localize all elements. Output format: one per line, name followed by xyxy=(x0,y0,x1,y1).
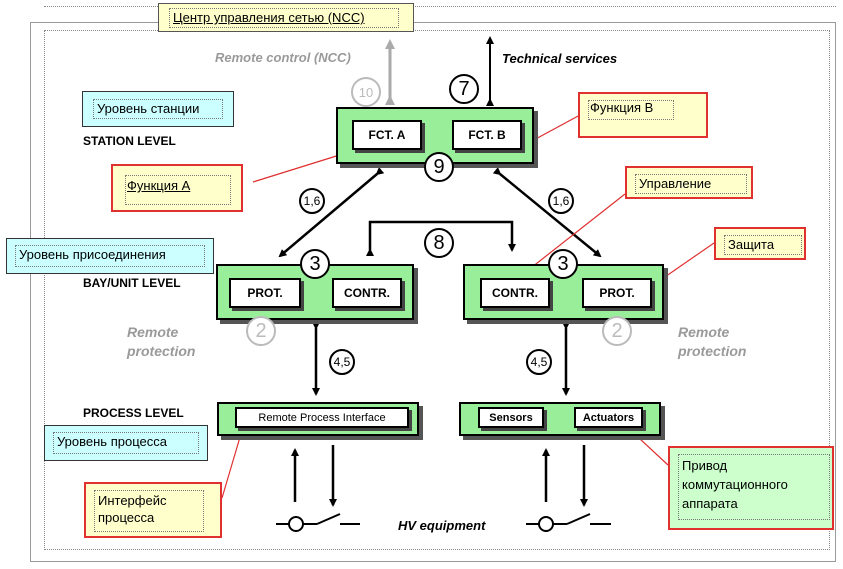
station-bay-right-arrow xyxy=(492,167,602,258)
diagram-frame xyxy=(30,22,836,562)
station-bay-left-arrow xyxy=(278,167,385,258)
process-interface-note: Интерфейс процесса xyxy=(84,482,222,538)
station-level-note: Уровень станции xyxy=(82,91,234,127)
remote-control-label: Remote control (NCC) xyxy=(215,50,351,65)
protection-note: Защита xyxy=(714,227,806,260)
bay-level-note: Уровень присоединения xyxy=(6,238,214,274)
process-level-label: PROCESS LEVEL xyxy=(83,406,184,420)
ncc-center-note: Центр управления сетью (NCC) xyxy=(158,3,414,32)
control-note: Управление xyxy=(625,166,753,199)
number-2-right-circle: 2 xyxy=(602,316,632,346)
station-level-label: STATION LEVEL xyxy=(83,134,176,148)
top-dotted-border xyxy=(44,6,836,7)
technical-services-label: Technical services xyxy=(502,51,618,66)
number-7-circle: 7 xyxy=(449,74,479,104)
number-10-circle: 10 xyxy=(351,77,381,107)
switch-drive-note: Привод коммутационного аппарата xyxy=(668,446,834,530)
number-2-left-circle: 2 xyxy=(246,316,276,346)
pointer-interface xyxy=(221,426,244,499)
switch-right-symbol xyxy=(526,513,611,532)
number-8-circle: 8 xyxy=(424,228,454,258)
bay-level-label: BAY/UNIT LEVEL xyxy=(83,276,181,290)
switch-left-symbol xyxy=(276,513,360,532)
contr-left-box: CONTR. xyxy=(332,278,402,308)
remote-protection-left-label-2: protection xyxy=(127,343,196,359)
number-1-6-right-circle: 1,6 xyxy=(548,188,574,214)
prot-right-box: PROT. xyxy=(582,278,652,308)
function-a-note: Функция А xyxy=(111,164,243,212)
number-4-5-right-circle: 4,5 xyxy=(526,349,552,375)
bay-bay-link xyxy=(366,220,516,256)
process-level-note: Уровень процесса xyxy=(44,425,208,461)
fct-a-box: FCT. A xyxy=(352,120,422,150)
sensors-box: Sensors xyxy=(478,407,544,428)
function-b-note: Функция В xyxy=(578,92,708,138)
prot-left-box: PROT. xyxy=(229,278,301,308)
number-9-circle: 9 xyxy=(424,152,454,182)
remote-protection-right-label-2: protection xyxy=(678,343,747,359)
diagram-inner-frame xyxy=(44,30,830,550)
number-1-6-left-circle: 1,6 xyxy=(299,188,325,214)
contr-right-box: CONTR. xyxy=(480,278,550,308)
number-3-right-circle: 3 xyxy=(548,249,578,279)
fct-b-box: FCT. B xyxy=(452,120,522,150)
number-3-left-circle: 3 xyxy=(300,249,330,279)
hv-equipment-label: HV equipment xyxy=(398,518,486,533)
remote-process-interface-box: Remote Process Interface xyxy=(235,407,409,428)
number-4-5-left-circle: 4,5 xyxy=(329,349,355,375)
remote-protection-right-label-1: Remote xyxy=(678,324,730,340)
remote-protection-left-label-1: Remote xyxy=(127,324,179,340)
actuators-box: Actuators xyxy=(574,407,643,428)
